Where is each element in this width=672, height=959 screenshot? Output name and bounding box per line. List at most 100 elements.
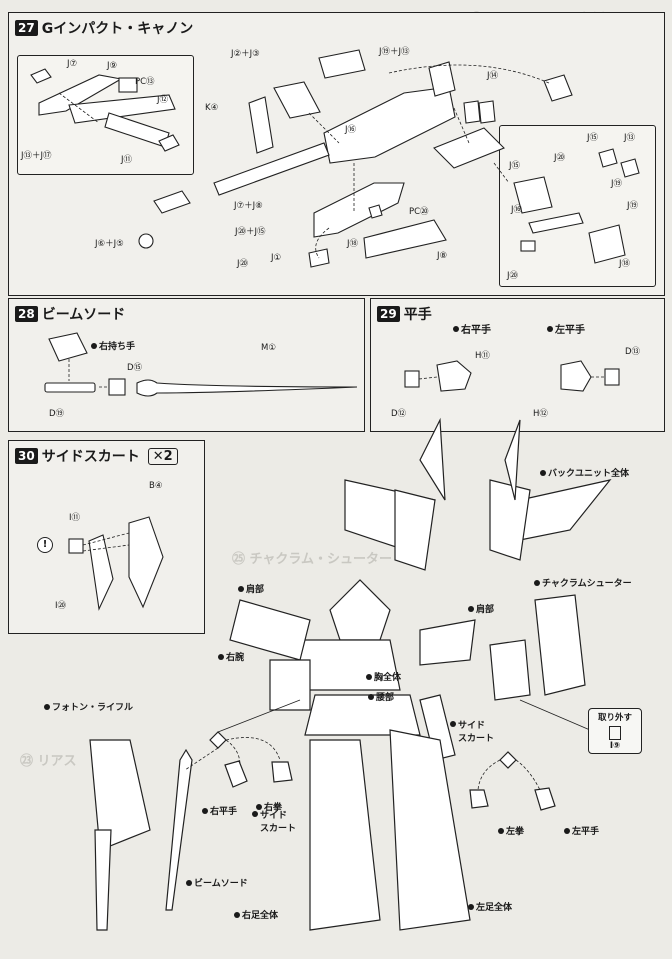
step-30-header: 30 サイドスカート ✕2 (15, 446, 178, 466)
part-label: J⑱ (619, 259, 631, 269)
label-right-arm: 右腕 (218, 650, 244, 663)
bullet-icon (186, 879, 192, 886)
part-label: J⑭ (487, 71, 499, 81)
remove-callout: 取り外す I⑨ (588, 708, 642, 754)
part-label: J⑮ (587, 133, 599, 143)
bullet-icon (468, 903, 474, 910)
step-title: サイドスカート (41, 449, 140, 465)
step-title: Gインパクト・キャノン (41, 21, 194, 37)
caution-icon: ! (37, 537, 53, 553)
bullet-icon (498, 827, 504, 834)
left-flat-hand-title: 左平手 (547, 321, 585, 336)
bullet-icon (366, 673, 372, 680)
bullet-icon (252, 811, 258, 817)
part-label: J⑬＋J⑰ (21, 151, 52, 161)
part-label: J⑱ (347, 239, 359, 249)
label-side-skirt-right: サイド スカート (450, 718, 494, 744)
step-number: 27 (15, 20, 38, 36)
bullet-icon (564, 827, 570, 834)
part-label: J②＋J③ (231, 49, 260, 59)
part-label: J⑳ (237, 259, 249, 269)
part-label: I⑪ (69, 513, 81, 523)
part-label: B④ (149, 481, 163, 491)
part-label: J⑪ (121, 155, 133, 165)
step-29-drawing (404, 360, 620, 392)
part-label: D⑲ (49, 409, 65, 419)
part-label: J⑳ (507, 271, 519, 281)
label-left-leg: 左足全体 (468, 900, 512, 913)
part-label: PC⑬ (135, 77, 155, 87)
part-label: M① (261, 343, 276, 353)
label-side-skirt-center: サイド スカート (252, 808, 296, 834)
bullet-icon (547, 325, 553, 332)
part-label: J⑨ (107, 61, 118, 71)
part-label: K④ (205, 103, 219, 113)
bullet-icon (453, 325, 459, 332)
step-28-panel: 28 ビームソード 右持ち手 D⑮ D⑲ M① (8, 298, 365, 432)
part-label: J⑥＋J⑤ (95, 239, 124, 249)
part-label: D⑮ (127, 363, 143, 373)
part-label: J⑲＋J⑬ (379, 47, 410, 57)
part-label: J⑧ (437, 251, 448, 261)
remove-callout-part: I⑨ (609, 741, 621, 751)
step-30-panel: 30 サイドスカート ✕2 ! B④ I⑪ I⑳ (8, 440, 205, 634)
part-label: J⑫ (157, 95, 169, 105)
label-beam-sword: ビームソード (186, 876, 248, 889)
part-label: J① (271, 253, 282, 263)
label-waist: 腰部 (368, 690, 394, 703)
hand-label: 右持ち手 (91, 339, 135, 352)
label-right-shoulder: 肩部 (238, 582, 264, 595)
right-flat-hand-title: 右平手 (453, 321, 491, 336)
bullet-icon (256, 803, 262, 810)
ghost-text: ㉓ リアス (20, 754, 77, 769)
part-label: J⑲ (627, 201, 639, 211)
part-label: D⑫ (391, 409, 407, 419)
step-number: 29 (377, 306, 400, 322)
step-27-panel: 27 Gインパクト・キャノン (8, 12, 665, 296)
part-label: J⑬ (624, 133, 636, 143)
part-label: H⑫ (533, 409, 548, 419)
part-label: PC⑳ (409, 207, 429, 217)
part-label: J⑮ (509, 161, 521, 171)
bullet-icon (218, 653, 224, 660)
remove-callout-title: 取り外す (597, 713, 632, 723)
label-left-fist: 左拳 (498, 824, 524, 837)
part-label: D⑬ (625, 347, 641, 357)
label-back-unit: バックユニット全体 (540, 466, 629, 479)
ghost-text: ㉕ チャクラム・シューター (232, 552, 393, 567)
label-chest: 胸全体 (366, 670, 401, 683)
part-label: I⑳ (55, 601, 67, 611)
step-29-header: 29 平手 (377, 304, 432, 324)
label-chakram-shooter: チャクラムシューター (534, 576, 632, 589)
step-27-drawing (30, 49, 640, 268)
bullet-icon (540, 469, 546, 476)
part-label: H⑪ (475, 351, 490, 361)
part-label: J⑲ (611, 179, 623, 189)
part-icon (609, 726, 621, 740)
bullet-icon (234, 911, 240, 918)
part-label: J⑦＋J⑧ (234, 201, 263, 211)
step-30-drawing (68, 516, 164, 611)
part-label: J⑯ (345, 125, 357, 135)
step-title: 平手 (403, 307, 432, 323)
bullet-icon (91, 342, 97, 349)
part-label: J⑦ (67, 59, 78, 69)
step-number: 30 (15, 448, 38, 464)
bullet-icon (468, 605, 474, 612)
bullet-icon (450, 721, 456, 727)
label-right-fist: 右拳 (256, 800, 282, 813)
step-28-header: 28 ビームソード (15, 304, 125, 324)
label-right-flat-hand: 右平手 (202, 804, 237, 817)
part-label: J⑳＋J⑮ (235, 227, 266, 237)
step-29-panel: 29 平手 右平手 左平手 H⑪ D⑫ D⑬ H⑫ (370, 298, 665, 432)
label-left-flat-hand: 左平手 (564, 824, 599, 837)
step-title: ビームソード (41, 307, 126, 323)
part-label: J⑯ (511, 205, 523, 215)
bullet-icon (534, 579, 540, 586)
step-number: 28 (15, 306, 38, 322)
bullet-icon (202, 807, 208, 814)
label-right-leg: 右足全体 (234, 908, 278, 921)
bullet-icon (368, 693, 374, 700)
